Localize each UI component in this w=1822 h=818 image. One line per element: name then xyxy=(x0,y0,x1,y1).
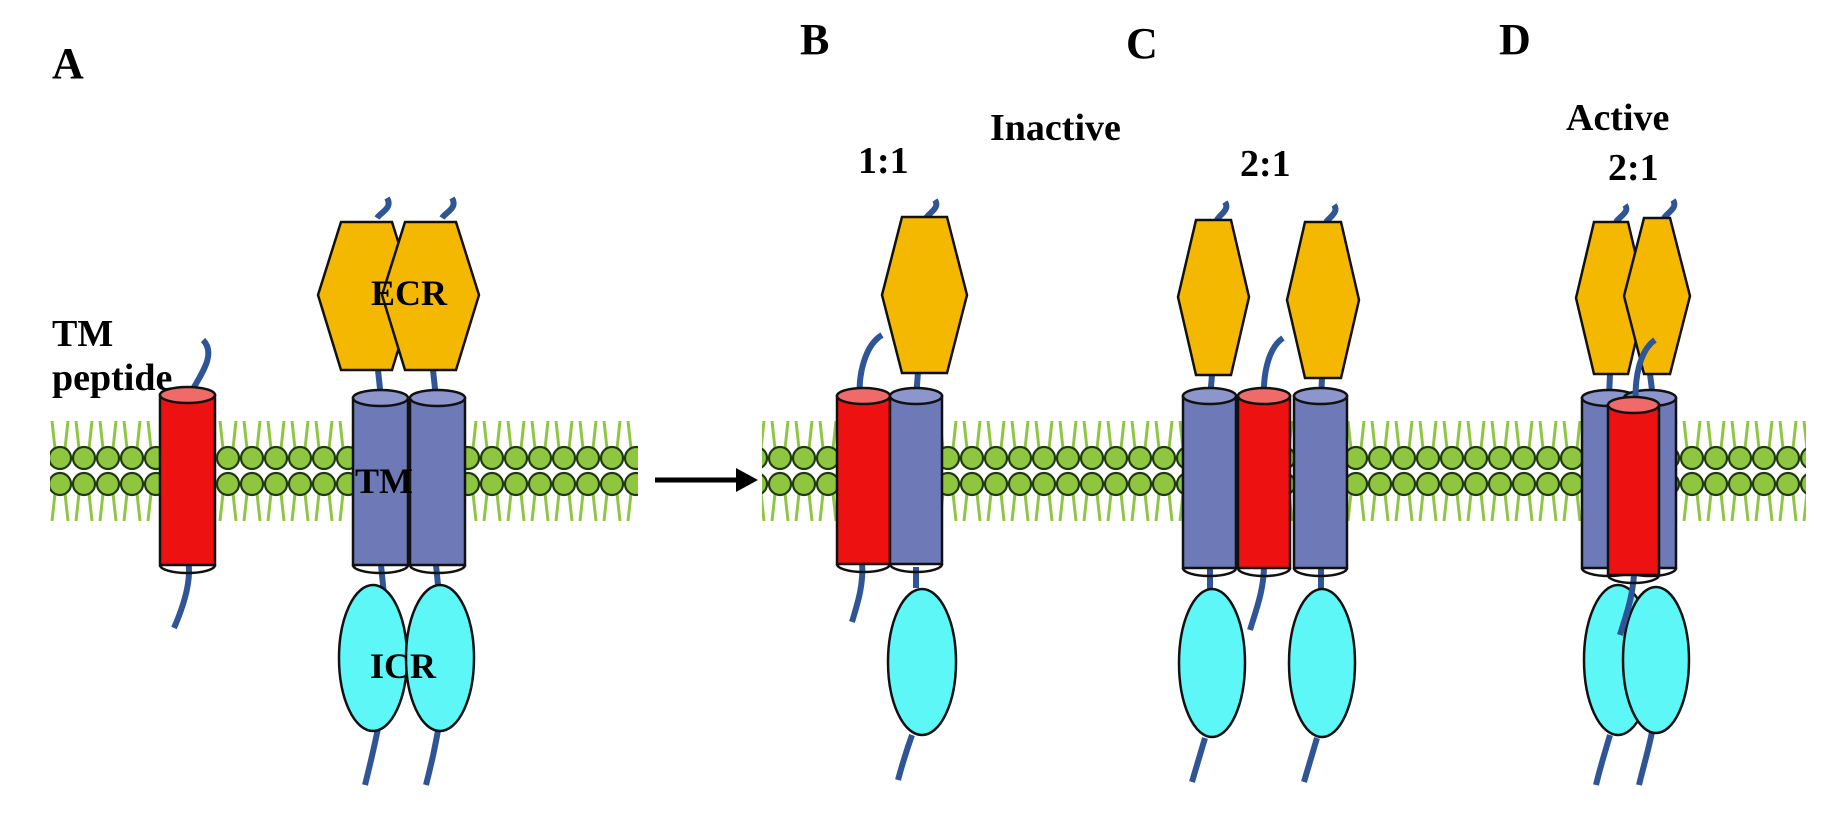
panel-b-letter: B xyxy=(800,15,829,64)
panel-b-ratio: 1:1 xyxy=(858,140,909,182)
receptor-dimer-a xyxy=(316,196,481,786)
tm-peptide-free xyxy=(158,337,217,630)
panel-c-ratio: 2:1 xyxy=(1240,143,1291,185)
panel-c-letter: C xyxy=(1126,19,1158,68)
tm-peptide-label-line2: peptide xyxy=(52,357,172,399)
panel-d-ratio: 2:1 xyxy=(1608,147,1659,189)
panel-d-state: Active xyxy=(1566,97,1669,139)
icr-label: ICR xyxy=(370,646,437,686)
panel-c-complex xyxy=(1176,200,1361,783)
ecr-label: ECR xyxy=(371,273,448,313)
tm-label: TM xyxy=(355,461,413,501)
inactive-label: Inactive xyxy=(990,107,1121,149)
tm-peptide-label-line1: TM xyxy=(52,313,113,355)
panel-b-complex xyxy=(835,198,969,781)
panel-d-complex xyxy=(1574,198,1692,786)
panel-a xyxy=(158,196,481,786)
membrane-panel-a xyxy=(50,406,638,563)
transition-arrow xyxy=(655,468,758,492)
panel-a-letter: A xyxy=(52,39,84,88)
panel-d-letter: D xyxy=(1499,15,1531,64)
